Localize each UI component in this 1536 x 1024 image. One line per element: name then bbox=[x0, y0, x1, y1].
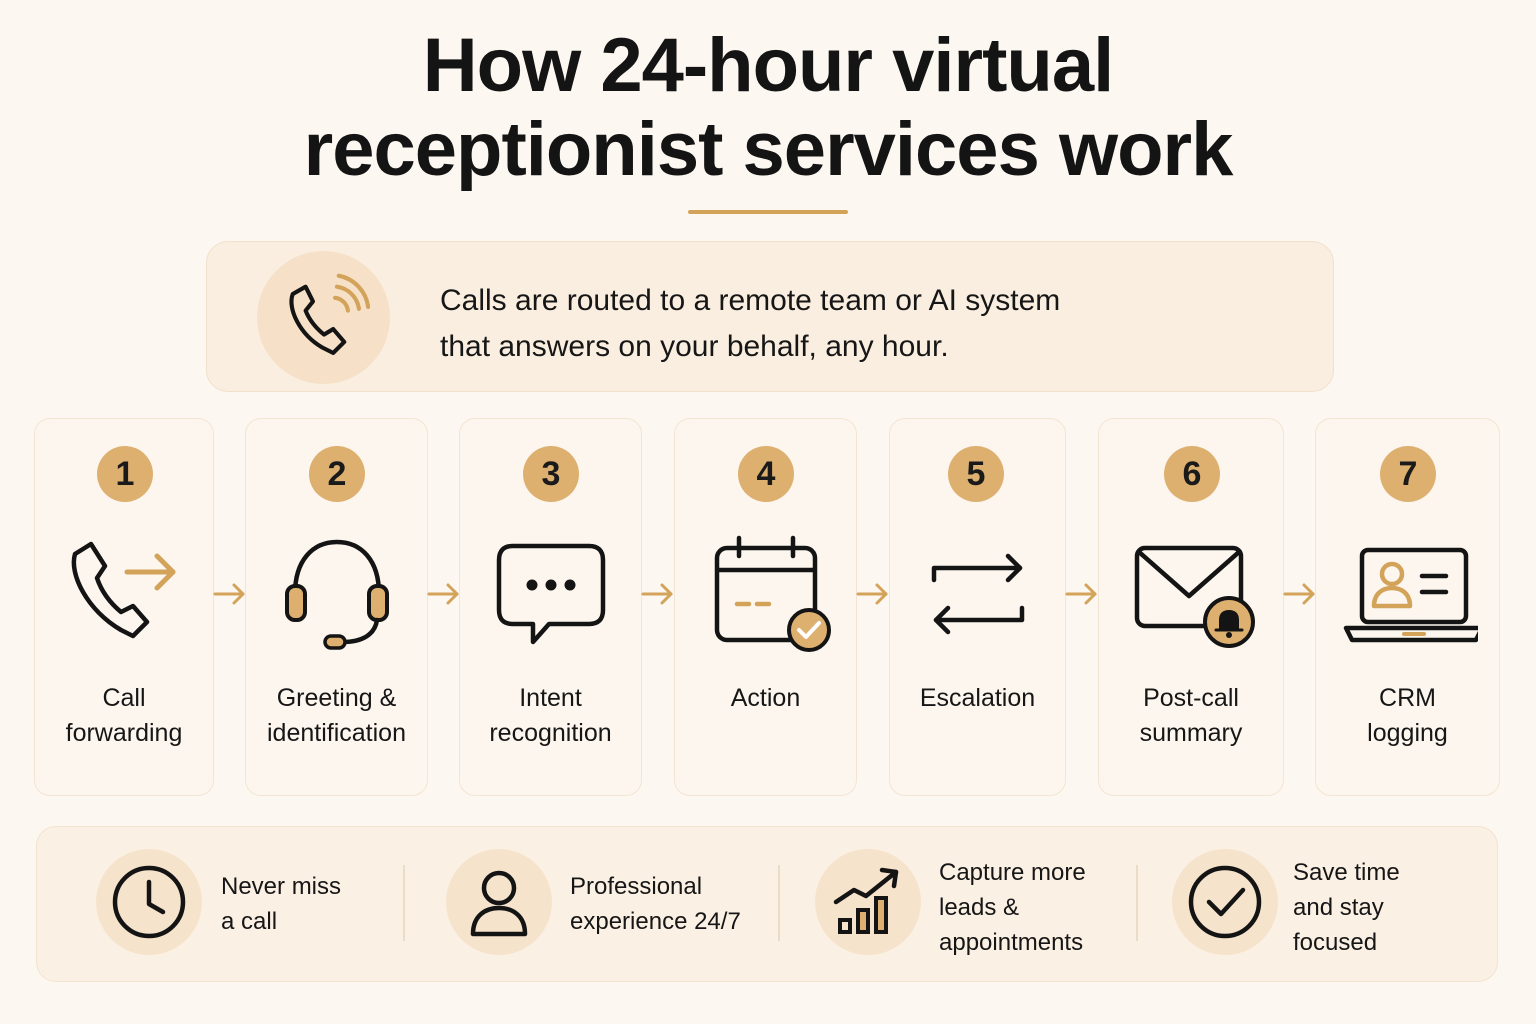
divider bbox=[403, 865, 405, 941]
step-number-badge: 5 bbox=[948, 446, 1004, 502]
step-number-badge: 1 bbox=[97, 446, 153, 502]
divider bbox=[778, 865, 780, 941]
step-label: Intent recognition bbox=[460, 681, 641, 751]
benefit-line: Save time bbox=[1293, 859, 1400, 886]
step-number-badge: 4 bbox=[738, 446, 794, 502]
laptop-contact-icon bbox=[1343, 547, 1478, 643]
phone-ringing-icon bbox=[257, 251, 390, 384]
step-number-badge: 6 bbox=[1164, 446, 1220, 502]
step-number-badge: 2 bbox=[309, 446, 365, 502]
step-action: 4 Action bbox=[674, 418, 857, 796]
flow-arrow-icon bbox=[856, 583, 888, 605]
intro-panel: Calls are routed to a remote team or AI … bbox=[206, 241, 1334, 392]
benefit-line: Capture more bbox=[939, 859, 1086, 886]
divider bbox=[1136, 865, 1138, 941]
benefit-line: appointments bbox=[939, 929, 1084, 956]
chat-bubble-icon bbox=[496, 543, 606, 645]
step-number-badge: 3 bbox=[523, 446, 579, 502]
headset-icon bbox=[285, 539, 389, 650]
step-post-call-summary: 6 Post-call summary bbox=[1098, 418, 1284, 796]
step-label: CRM logging bbox=[1316, 681, 1499, 751]
benefit-line: Never miss bbox=[221, 873, 342, 900]
benefit-capture-leads: Capture more leads & appointments bbox=[939, 855, 1086, 960]
check-circle-icon bbox=[1172, 849, 1278, 955]
intro-text: Calls are routed to a remote team or AI … bbox=[440, 278, 1260, 370]
flow-arrow-icon bbox=[1283, 583, 1315, 605]
step-label-line-1: Intent bbox=[519, 684, 582, 712]
step-number-badge: 7 bbox=[1380, 446, 1436, 502]
step-label-line-2: identification bbox=[267, 719, 406, 747]
step-intent-recognition: 3 Intent recognition bbox=[459, 418, 642, 796]
calendar-check-icon bbox=[714, 535, 831, 652]
step-label-line-2: logging bbox=[1367, 719, 1448, 747]
benefit-line: a call bbox=[221, 908, 278, 935]
benefit-save-time: Save time and stay focused bbox=[1293, 855, 1400, 960]
title-underline bbox=[688, 210, 848, 214]
step-label: Escalation bbox=[890, 681, 1065, 716]
intro-line-1: Calls are routed to a remote team or AI … bbox=[440, 284, 1061, 317]
user-icon bbox=[446, 849, 552, 955]
clock-icon bbox=[96, 849, 202, 955]
step-label-line-1: Action bbox=[730, 684, 801, 712]
step-label-line-1: Greeting & bbox=[276, 684, 397, 712]
step-label-line-1: Post-call bbox=[1143, 684, 1239, 712]
flow-arrow-icon bbox=[213, 583, 245, 605]
step-label: Post-call summary bbox=[1099, 681, 1283, 751]
step-call-forwarding: 1 Call forwarding bbox=[34, 418, 214, 796]
step-label-line-2: summary bbox=[1139, 719, 1243, 747]
benefit-line: focused bbox=[1293, 929, 1378, 956]
page-title: How 24-hour virtual receptionist service… bbox=[0, 24, 1536, 192]
step-label-line-1: Escalation bbox=[919, 684, 1036, 712]
step-label: Action bbox=[675, 681, 856, 716]
benefit-never-miss: Never miss a call bbox=[221, 869, 341, 939]
step-label: Call forwarding bbox=[35, 681, 213, 751]
benefits-panel: Never miss a call Professional experienc… bbox=[36, 826, 1498, 982]
step-label-line-1: Call bbox=[102, 684, 146, 712]
step-crm-logging: 7 CRM logging bbox=[1315, 418, 1500, 796]
step-label-line-2: forwarding bbox=[65, 719, 183, 747]
title-line-1: How 24-hour virtual bbox=[422, 23, 1114, 108]
step-label-line-1: CRM bbox=[1379, 684, 1436, 712]
benefit-professional-experience: Professional experience 24/7 bbox=[570, 869, 741, 939]
transfer-arrows-icon bbox=[931, 553, 1025, 635]
step-escalation: 5 Escalation bbox=[889, 418, 1066, 796]
title-line-2: receptionist services work bbox=[303, 107, 1234, 192]
flow-arrow-icon bbox=[641, 583, 673, 605]
flow-arrow-icon bbox=[1065, 583, 1097, 605]
envelope-bell-icon bbox=[1134, 545, 1255, 648]
phone-forward-icon bbox=[71, 541, 176, 639]
benefit-line: leads & bbox=[939, 894, 1020, 921]
benefit-line: and stay bbox=[1293, 894, 1384, 921]
step-greeting-identification: 2 Greeting & identification bbox=[245, 418, 428, 796]
intro-line-2: that answers on your behalf, any hour. bbox=[440, 330, 949, 363]
benefit-line: experience 24/7 bbox=[570, 908, 741, 935]
growth-chart-icon bbox=[815, 849, 921, 955]
step-label-line-2: recognition bbox=[489, 719, 612, 747]
benefit-line: Professional bbox=[570, 873, 703, 900]
flow-arrow-icon bbox=[427, 583, 459, 605]
step-label: Greeting & identification bbox=[246, 681, 427, 751]
